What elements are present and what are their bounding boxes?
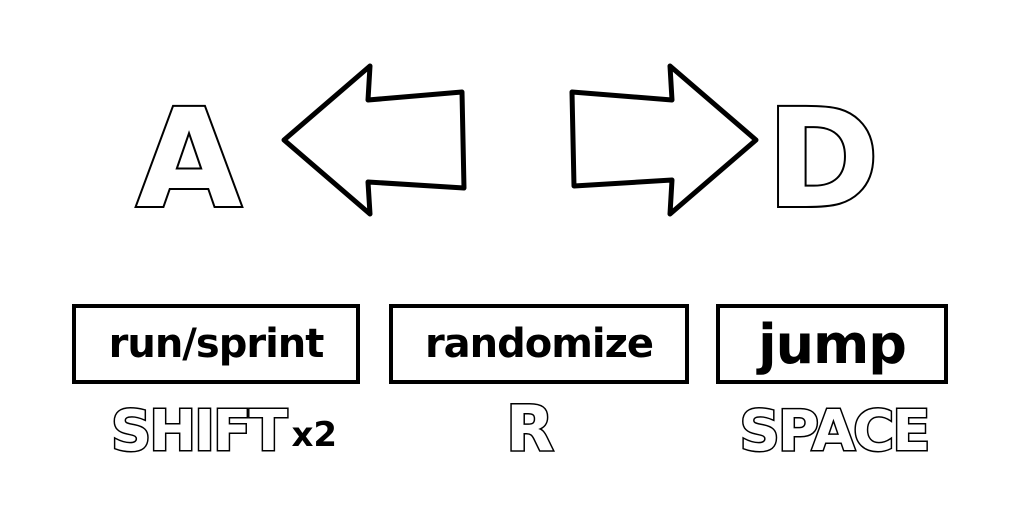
run-sprint-label: run/sprint (108, 321, 325, 367)
arrow-right-icon (569, 63, 759, 217)
run-sprint-action-box: run/sprint (72, 304, 360, 384)
r-key-hint: R (480, 388, 580, 465)
key-d-label: D (765, 81, 882, 239)
jump-label: jump (758, 312, 907, 376)
randomize-action-box: randomize (389, 304, 689, 384)
r-key-label: R (505, 392, 556, 465)
space-key-label: SPACE (738, 399, 932, 464)
randomize-label: randomize (424, 321, 654, 367)
shift-key-label: SHIFT (109, 399, 288, 464)
shift-multiplier: x2 (291, 415, 338, 455)
space-key-hint: SPACE (716, 388, 952, 464)
arrow-left-icon (281, 63, 467, 217)
key-a-label: A (134, 81, 243, 239)
jump-action-box: jump (716, 304, 948, 384)
shift-key-hint: SHIFT x2 (84, 388, 364, 464)
